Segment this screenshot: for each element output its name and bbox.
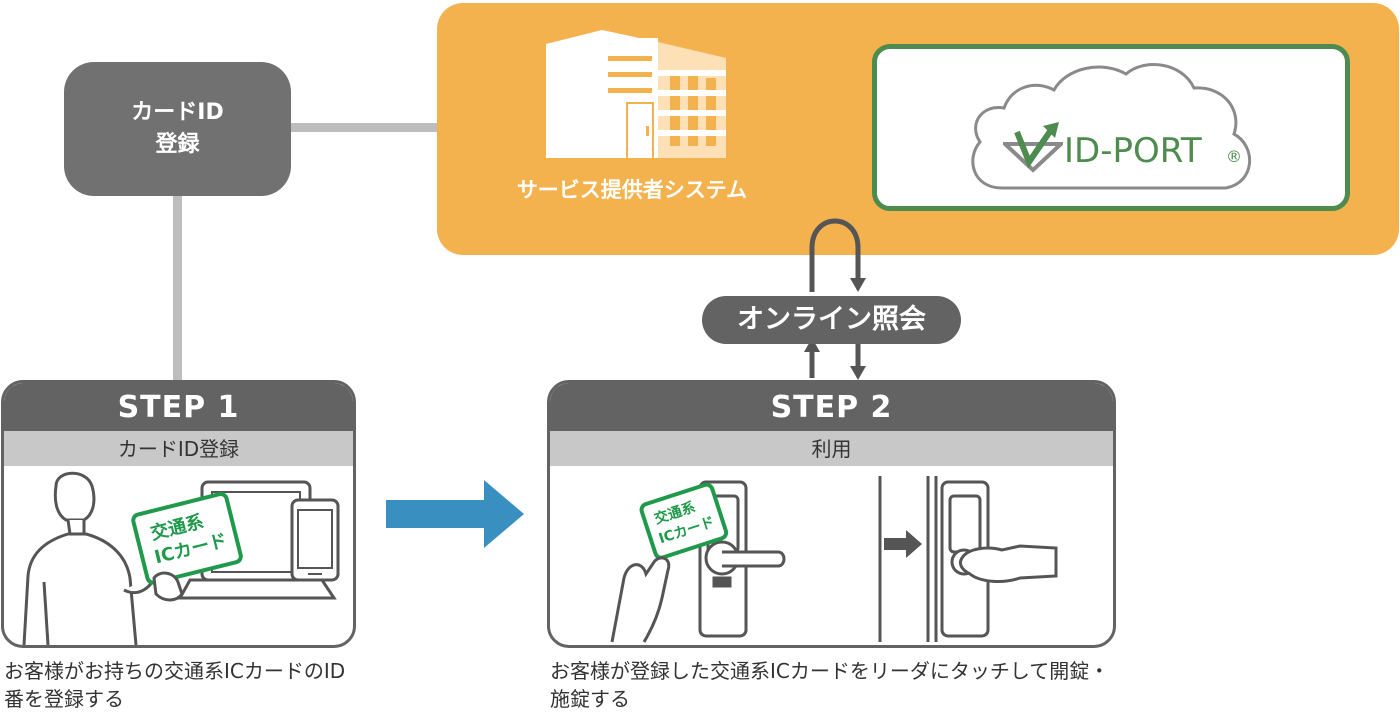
online-inquiry-pill: オンライン照会 — [702, 296, 961, 344]
card-id-registration-line1: カードID — [131, 100, 224, 125]
step1-card: STEP 1 カードID登録 交通系 ICカード — [1, 380, 356, 648]
building-icon — [546, 30, 726, 158]
service-provider-label: サービス提供者システム — [516, 178, 748, 202]
step2-subtitle: 利用 — [550, 431, 1113, 466]
step2-title: STEP 2 — [550, 383, 1113, 431]
step1-subtitle: カードID登録 — [4, 431, 353, 466]
idport-logo-text: ID-PORT ® — [1064, 131, 1242, 171]
step1-caption: お客様がお持ちの交通系ICカードのID番を登録する — [4, 659, 346, 711]
hand-icon — [958, 544, 1058, 583]
step2-card: STEP 2 利用 交通系 ICカード — [547, 380, 1116, 648]
cloud-icon — [971, 63, 1251, 190]
step1-title: STEP 1 — [4, 383, 353, 431]
card-id-registration-box: カードID 登録 — [64, 62, 291, 196]
ic-card-icon: 交通系 ICカード — [131, 492, 243, 585]
connector-card-to-provider — [291, 123, 437, 132]
ic-card-icon: 交通系 ICカード — [639, 482, 729, 560]
step1-illustration: 交通系 ICカード — [22, 471, 340, 645]
next-step-arrow-icon — [386, 480, 524, 548]
smartphone-icon — [290, 498, 340, 582]
push-arrow-icon — [884, 530, 922, 558]
idport-logo-icon — [1003, 122, 1063, 173]
step2-illustration: 交通系 ICカード — [610, 476, 1058, 643]
hand-icon — [610, 556, 671, 643]
person-icon — [22, 471, 158, 645]
step2-caption: お客様が登録した交通系ICカードをリーダにタッチして開錠・施錠する — [550, 659, 1110, 711]
idport-registered-mark: ® — [1226, 147, 1242, 166]
idport-wordmark: ID-PORT — [1064, 131, 1202, 171]
connector-card-to-step1 — [173, 196, 182, 382]
loop-arrow-icon — [804, 218, 866, 380]
card-id-registration-line2: 登録 — [155, 132, 200, 157]
hand-icon — [152, 571, 184, 602]
